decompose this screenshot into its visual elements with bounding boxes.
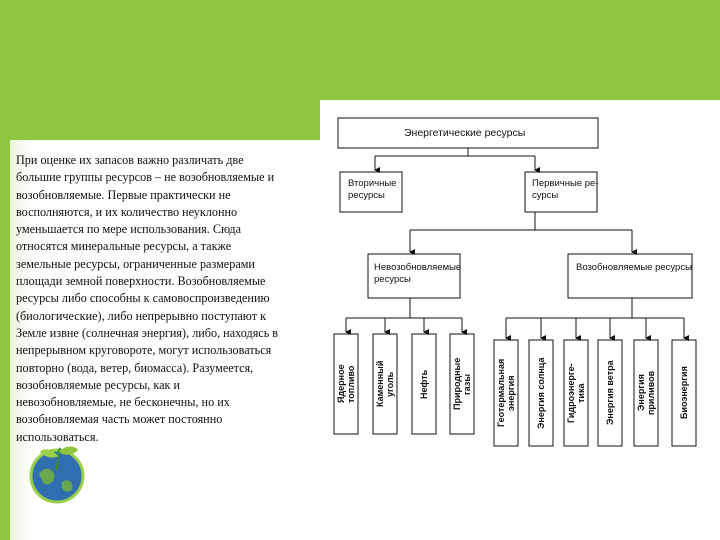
body-paragraph: При оценке их запасов важно различать дв… [16, 153, 279, 444]
leaf-box-gas [449, 333, 475, 435]
renewable-box [567, 253, 693, 299]
renewable-label: Возобновляемые ресурсы [576, 262, 692, 273]
leaf-label-oil: Нефть [419, 369, 429, 399]
primary-label: Первичные ре- сурсы [532, 178, 599, 201]
secondary-box [339, 171, 403, 213]
leaf-box-bio [671, 339, 697, 447]
leaf-label-tidal: Энергия приливов [636, 370, 656, 416]
nonrenewable-box [367, 253, 461, 299]
leaf-box-tidal [633, 339, 659, 447]
leaf-label-nuclear: Ядерное топливо [336, 364, 356, 404]
leaf-box-nuclear [333, 333, 359, 435]
leaf-box-oil [411, 333, 437, 435]
leaf-box-hydro [563, 339, 589, 447]
leaf-label-wind: Энергия ветра [605, 360, 615, 426]
leaf-label-bio: Биоэнергия [679, 366, 689, 420]
leaf-label-solar: Энергия солнца [536, 357, 546, 429]
leaf-label-gas: Природные газы [452, 357, 472, 411]
diagram-lines [333, 117, 697, 447]
leaf-box-geothermal [493, 339, 519, 447]
nonrenewable-label: Невозобновляемые ресурсы [374, 262, 462, 285]
secondary-label: Вторичные ресурсы [348, 178, 397, 201]
root-label: Энергетические ресурсы [404, 127, 526, 139]
leaf-box-solar [528, 339, 554, 447]
leaf-label-geothermal: Геотермальная энергия [496, 358, 516, 428]
primary-box [524, 171, 598, 213]
energy-resources-diagram: Энергетические ресурсы Вторичные ресурсы… [320, 100, 720, 540]
leaf-label-hydro: Гидроэнерге- тика [566, 363, 586, 423]
leaf-label-coal: Каменный уголь [375, 360, 395, 408]
globe-sprout-logo [29, 446, 85, 504]
leaf-box-coal [372, 333, 398, 435]
leaf-box-wind [597, 339, 623, 447]
